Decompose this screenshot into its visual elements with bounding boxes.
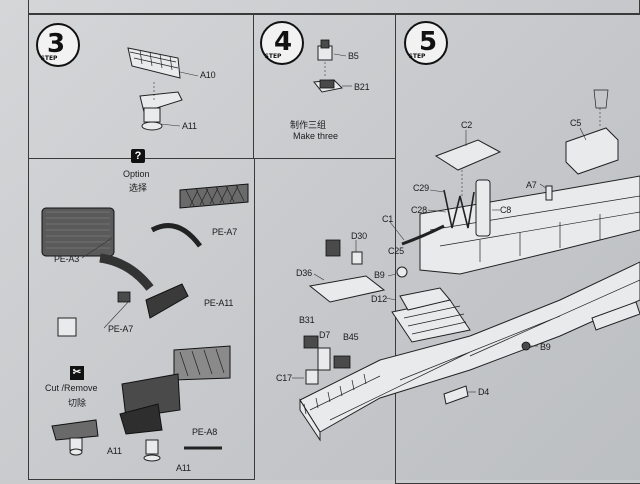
label-d4: D4 [478,387,490,397]
label-b45: B45 [343,332,359,342]
label-d7: D7 [319,330,331,340]
parts-d30-d36-drawing [308,239,386,303]
label-a11-bottom: A11 [176,463,191,473]
option-curved-parts-drawing [57,223,203,337]
label-d36: D36 [296,268,312,278]
pe-a8-drawing [173,345,231,450]
step-4-word: STEP [265,53,283,60]
label-c8: C8 [500,205,512,215]
pe-a7-top-drawing [179,183,249,209]
label-d12: D12 [371,294,387,304]
step-4-badge: 4 STEP [259,20,305,66]
label-c25: C25 [388,246,404,256]
label-b5: B5 [348,51,359,61]
label-a11: A11 [182,121,197,131]
label-pe-a8: PE-A8 [192,427,218,437]
label-pe-a11: PE-A11 [204,298,234,308]
label-d30: D30 [351,231,367,241]
parts-b31-d7-b45-c17-drawing [292,335,351,385]
part-c5-drawing [565,89,619,175]
parts-c29-c28-c8-drawing [427,179,500,237]
step-3-word: STEP [41,55,59,62]
part-a7-drawing [539,183,553,201]
part-c2-drawing [434,130,502,196]
label-b9-top: B9 [374,270,385,280]
part-b5-drawing [317,39,347,76]
superstructure-drawing [391,175,640,343]
question-icon: ? [131,149,145,163]
cut-icon: ✂ [70,366,84,380]
step4-note-cn: 制作三组 [290,120,327,130]
step-5-word: STEP [409,53,427,60]
label-c5: C5 [570,118,582,128]
label-c2: C2 [461,120,473,130]
option-title-cn: 选择 [129,183,148,193]
pe-a3-drawing [41,207,115,257]
parts-c25-b9-d12-drawing [385,266,538,351]
label-c1: C1 [382,214,394,224]
label-b9-bottom: B9 [540,342,551,352]
ship-hull-drawing [299,261,640,442]
step-5-number: 5 [419,27,437,57]
step-5-badge: 5 STEP [403,20,449,66]
step-3-number: 3 [47,29,65,59]
cut-remove-drawing [51,373,181,462]
label-b31: B31 [299,315,315,325]
part-a11-drawing [139,82,183,131]
step-3-badge: 3 STEP [35,22,81,68]
label-b21: B21 [354,82,370,92]
cut-remove-cn: 切除 [68,398,87,408]
option-title-en: Option [123,169,150,179]
label-a10: A10 [200,70,216,80]
label-c17: C17 [276,373,292,383]
label-c28: C28 [411,205,427,215]
step4-note-en: Make three [293,131,339,141]
cut-remove-en: Cut /Remove [45,383,98,393]
part-c1-drawing [389,221,445,246]
step-4-number: 4 [274,27,292,57]
part-a10-drawing [127,47,199,79]
label-c29: C29 [413,183,429,193]
part-b21-drawing [313,79,352,93]
part-d4-drawing [443,301,640,405]
label-pe-a7-top: PE-A7 [212,227,238,237]
label-pe-a3: PE-A3 [54,254,80,264]
label-pe-a7-bottom: PE-A7 [108,324,134,334]
label-a11-cut: A11 [107,446,122,456]
label-a7: A7 [526,180,537,190]
